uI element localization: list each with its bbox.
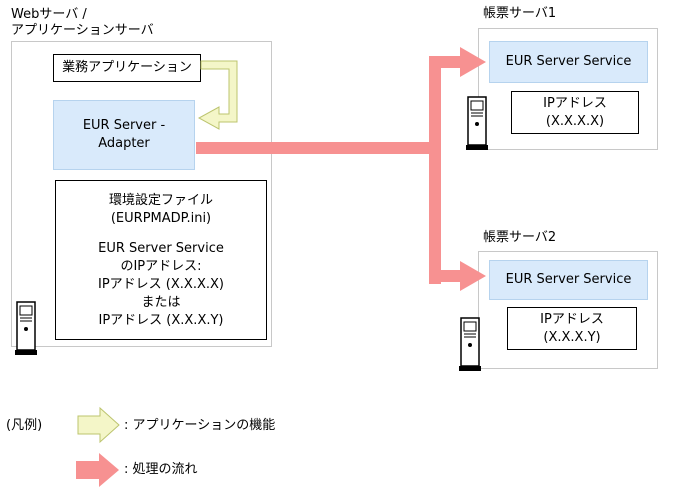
- form-server-1-service-box: EUR Server Service: [489, 41, 648, 83]
- config-line-4: のIPアドレス:: [120, 259, 202, 274]
- adapter-box: EUR Server - Adapter: [53, 100, 195, 170]
- form-server-1-service-label: EUR Server Service: [505, 54, 632, 69]
- legend-app-function-label: : アプリケーションの機能: [124, 418, 276, 433]
- flow-line-horizontal: [196, 142, 436, 154]
- config-line-7: IPアドレス (X.X.X.Y): [98, 313, 224, 328]
- form-server-1-ip-label: IPアドレス: [543, 96, 607, 111]
- config-line-3: EUR Server Service: [98, 241, 224, 256]
- form-server-2-service-box: EUR Server Service: [489, 260, 648, 300]
- app-function-arrow: [197, 60, 238, 130]
- legend-process-flow-icon: [76, 453, 119, 487]
- flow-line-to-server2: [429, 270, 463, 282]
- form-server-1-title: 帳票サーバ1: [483, 6, 557, 21]
- config-line-6: または: [141, 295, 181, 310]
- form-server-1-icon: [466, 96, 488, 150]
- form-server-1-ip-value: (X.X.X.X): [545, 114, 605, 129]
- adapter-label-line1: EUR Server -: [82, 118, 166, 133]
- process-flow-arrows: [196, 47, 486, 291]
- config-file-box: 環境設定ファイル (EURPMADP.ini) EUR Server Servi…: [55, 180, 267, 340]
- adapter-label-line2: Adapter: [98, 136, 150, 151]
- form-server-1-ip-box: IPアドレス (X.X.X.X): [511, 91, 639, 134]
- config-line-2: (EURPMADP.ini): [110, 211, 212, 226]
- legend-app-function-icon: [77, 406, 120, 444]
- web-server-icon: [15, 301, 37, 355]
- form-server-2-service-label: EUR Server Service: [505, 272, 632, 287]
- form-server-2-icon: [459, 317, 481, 371]
- flow-line-to-server1: [429, 56, 463, 68]
- form-server-2-title: 帳票サーバ2: [483, 230, 557, 245]
- web-server-title-line1: Webサーバ /: [11, 7, 87, 22]
- form-server-2-ip-label: IPアドレス: [540, 312, 604, 327]
- arrowhead-to-server2: [460, 261, 486, 291]
- business-app-label: 業務アプリケーション: [62, 60, 192, 75]
- legend-process-flow-label: : 処理の流れ: [124, 462, 198, 477]
- form-server-2-ip-value: (X.X.X.Y): [543, 330, 601, 345]
- arrowhead-to-server1: [460, 47, 486, 77]
- flow-line-vertical: [429, 56, 441, 284]
- web-server-title-line2: アプリケーションサーバ: [11, 23, 154, 38]
- legend-title: (凡例): [6, 418, 43, 433]
- form-server-2-ip-box: IPアドレス (X.X.X.Y): [507, 307, 637, 350]
- config-line-5: IPアドレス (X.X.X.X): [98, 277, 224, 292]
- config-line-1: 環境設定ファイル: [108, 193, 213, 208]
